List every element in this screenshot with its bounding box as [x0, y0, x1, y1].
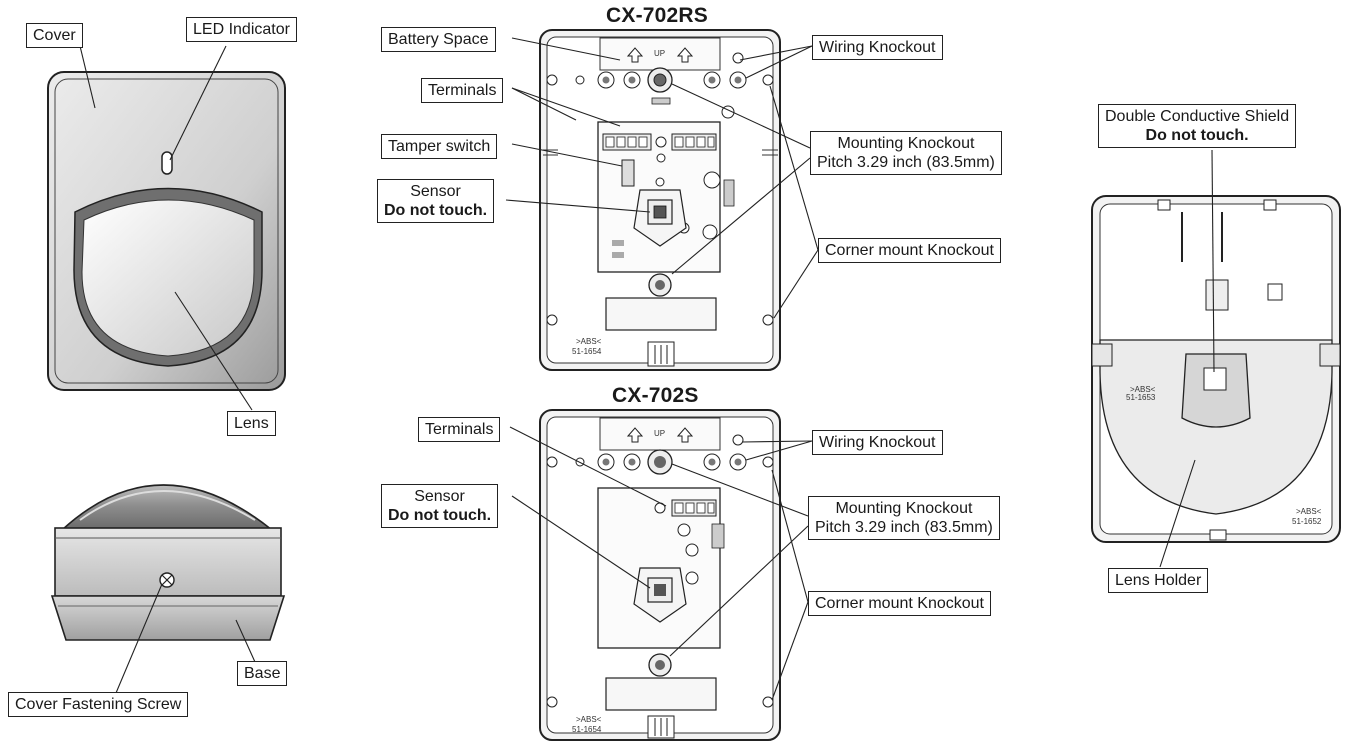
label-cover-fastening-screw: Cover Fastening Screw — [8, 692, 189, 717]
label-mounting-knockout-bottom: Mounting Knockout Pitch 3.29 inch (83.5m… — [808, 496, 1000, 540]
base-side — [50, 595, 286, 641]
label-led-indicator: LED Indicator — [186, 17, 297, 42]
mounting-pitch-text: Pitch 3.29 inch (83.5mm) — [815, 519, 993, 536]
label-sensor-bottom: Sensor Do not touch. — [381, 484, 499, 528]
sensor-warning-text: Do not touch. — [384, 202, 488, 219]
label-wiring-knockout-bottom: Wiring Knockout — [812, 430, 943, 455]
cover-front-view — [47, 71, 286, 391]
tamper-switch — [621, 159, 635, 187]
label-base: Base — [237, 661, 288, 686]
side-view — [50, 484, 286, 641]
mounting-knockout-text: Mounting Knockout — [835, 500, 973, 517]
up-marking-bottom: UP — [654, 429, 665, 438]
label-corner-mount-knockout-bottom: Corner mount Knockout — [808, 591, 991, 616]
label-mounting-knockout-top: Mounting Knockout Pitch 3.29 inch (83.5m… — [810, 131, 1002, 175]
part-number-holder-top: 51-1653 — [1126, 393, 1156, 402]
label-wiring-knockout-top: Wiring Knockout — [812, 35, 943, 60]
lens-holder-view: >ABS< 51-1653 >ABS< 51-1652 — [1091, 195, 1341, 543]
label-double-conductive-shield: Double Conductive Shield Do not touch. — [1098, 104, 1297, 148]
abs-marking-top: >ABS< — [576, 337, 602, 346]
up-marking: UP — [654, 49, 665, 58]
led-indicator-window — [161, 151, 173, 175]
label-cover: Cover — [26, 23, 83, 48]
model-title-cx702s: CX-702S — [612, 384, 699, 407]
shield-warning-text: Do not touch. — [1145, 127, 1249, 144]
leader-lines — [79, 37, 1215, 701]
part-number-top: 51-1654 — [572, 347, 602, 356]
abs-marking-bottom: >ABS< — [576, 715, 602, 724]
battery-space — [599, 37, 721, 71]
part-number-holder: 51-1652 — [1292, 517, 1322, 526]
label-lens: Lens — [227, 411, 276, 436]
sensor-label-text: Sensor — [410, 183, 461, 200]
mounting-knockout-text: Mounting Knockout — [837, 135, 975, 152]
label-sensor-top: Sensor Do not touch. — [377, 179, 495, 223]
abs-marking-holder: >ABS< — [1296, 507, 1322, 516]
dome-lens — [59, 484, 275, 531]
pyro-sensor — [647, 199, 673, 225]
label-battery-space: Battery Space — [381, 27, 496, 52]
model-title-cx702rs: CX-702RS — [606, 4, 708, 27]
sensor-label-text: Sensor — [414, 488, 465, 505]
label-lens-holder: Lens Holder — [1108, 568, 1209, 593]
cx702rs-base: UP — [539, 29, 781, 371]
label-corner-mount-knockout-top: Corner mount Knockout — [818, 238, 1001, 263]
cx702s-base: UP >ABS< — [539, 409, 781, 741]
part-number-bottom: 51-1654 — [572, 725, 602, 734]
shield-label-text: Double Conductive Shield — [1105, 108, 1290, 125]
sensor-warning-text: Do not touch. — [388, 507, 492, 524]
label-terminals-top: Terminals — [421, 78, 504, 103]
mounting-pitch-text: Pitch 3.29 inch (83.5mm) — [817, 154, 995, 171]
abs-marking-holder-top: >ABS< — [1130, 385, 1156, 394]
label-terminals-bottom: Terminals — [418, 417, 501, 442]
label-tamper-switch: Tamper switch — [381, 134, 498, 159]
